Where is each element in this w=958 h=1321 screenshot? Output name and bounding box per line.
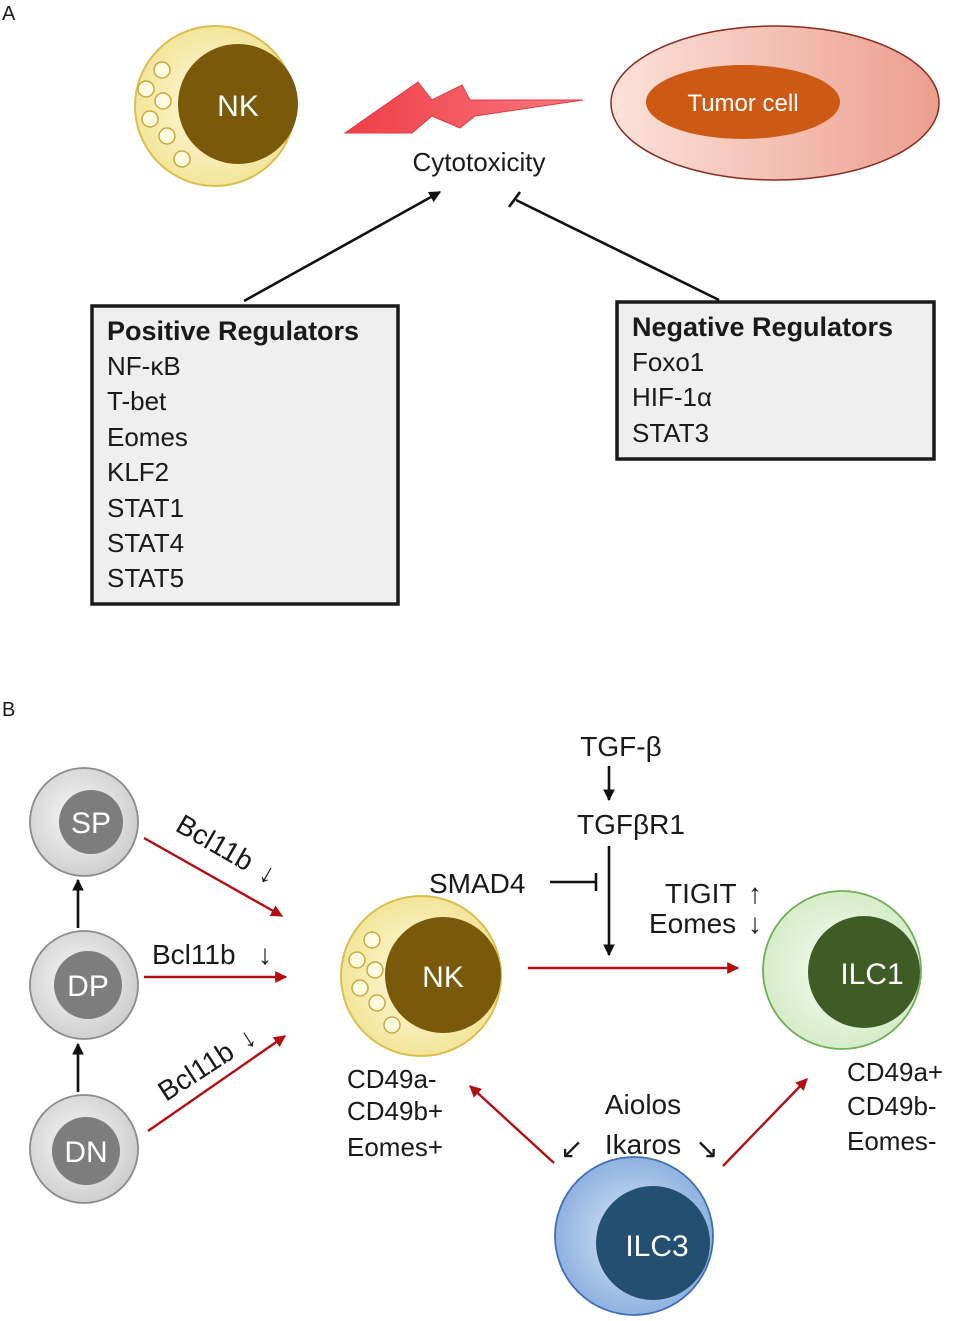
negative-inhibition-bar	[507, 191, 522, 208]
positive-regulator-item: STAT1	[107, 493, 184, 523]
positive-regulator-item: Eomes	[107, 422, 188, 452]
ikaros-label: Ikaros	[605, 1129, 681, 1160]
tgfbr1-label: TGFβR1	[577, 809, 685, 840]
bcl11b-top-down-arrow: ↓	[254, 856, 282, 890]
bcl11b-bottom-down-arrow: ↓	[233, 1021, 262, 1055]
dp-cell: DP	[29, 930, 139, 1040]
dp-label: DP	[67, 970, 109, 1003]
bcl11b-top-label: Bcl11b	[171, 808, 259, 877]
negative-regulator-item: STAT3	[632, 418, 709, 448]
nk-label-a: NK	[217, 90, 259, 123]
positive-regulator-item: KLF2	[107, 457, 169, 487]
ikaros-arrow: ↘	[695, 1133, 718, 1164]
positive-regulator-item: STAT4	[107, 528, 184, 558]
nk-cell-b: NK	[340, 895, 502, 1057]
bcl11b-bottom-label: Bcl11b	[152, 1036, 239, 1108]
ilc3-label: ILC3	[625, 1230, 688, 1263]
ilc3-to-ilc1-arrow	[722, 1078, 808, 1167]
negative-regulators-title: Negative Regulators	[632, 312, 893, 342]
tigit-label: TIGIT	[665, 878, 737, 909]
nk-label-b: NK	[422, 961, 464, 994]
bcl11b-mid-label: Bcl11b	[152, 939, 236, 970]
lightning-bolt-icon	[343, 81, 584, 134]
eomes-label: Eomes	[649, 908, 736, 939]
ilc3-to-nk-arrow	[469, 1085, 555, 1164]
aiolos-label: Aiolos	[605, 1089, 681, 1120]
negative-regulator-item: Foxo1	[632, 347, 704, 377]
ilc1-marker-cd49a: CD49a+	[847, 1057, 943, 1087]
dn-to-nk-arrow	[147, 1035, 286, 1132]
sp-label: SP	[71, 807, 111, 840]
cytotoxicity-label: Cytotoxicity	[413, 147, 546, 177]
positive-regulator-item: STAT5	[107, 563, 184, 593]
panel-a-letter: A	[2, 3, 16, 25]
ilc3-cell: ILC3	[554, 1156, 714, 1316]
positive-regulators-title: Positive Regulators	[107, 316, 359, 346]
ilc1-label: ILC1	[840, 958, 903, 991]
nk-cell-a: NK	[134, 25, 298, 187]
sp-to-nk-arrow	[143, 836, 284, 918]
bcl11b-mid-down-arrow: ↓	[258, 939, 272, 970]
tumor-cell: Tumor cell	[610, 25, 940, 181]
ilc1-marker-cd49b: CD49b-	[847, 1091, 937, 1121]
positive-regulator-item: T-bet	[107, 386, 167, 416]
ilc1-cell: ILC1	[762, 890, 922, 1050]
negative-inhibition-line	[515, 198, 720, 302]
ilc1-marker-eomes: Eomes-	[847, 1126, 937, 1156]
dn-cell: DN	[29, 1094, 139, 1204]
tgfb-label: TGF-β	[580, 731, 661, 762]
positive-regulators-box: Positive Regulators NF-κB T-bet Eomes KL…	[90, 304, 400, 606]
aiolos-arrow: ↙	[560, 1133, 583, 1164]
negative-regulators-box: Negative Regulators Foxo1 HIF-1α STAT3	[615, 300, 936, 461]
nk-marker-cd49b: CD49b+	[347, 1096, 443, 1126]
panel-b-letter: B	[2, 699, 15, 721]
smad4-label: SMAD4	[429, 868, 525, 899]
nk-marker-cd49a: CD49a-	[347, 1064, 437, 1094]
sp-cell: SP	[29, 767, 139, 877]
nk-marker-eomes: Eomes+	[347, 1132, 443, 1162]
positive-activation-arrow	[243, 190, 442, 303]
dn-label: DN	[64, 1136, 107, 1169]
positive-regulator-item: NF-κB	[107, 351, 181, 381]
eomes-down-arrow: ↓	[748, 908, 762, 939]
negative-regulator-item: HIF-1α	[632, 382, 712, 412]
tumor-label: Tumor cell	[687, 90, 798, 117]
tigit-up-arrow: ↑	[748, 878, 762, 909]
